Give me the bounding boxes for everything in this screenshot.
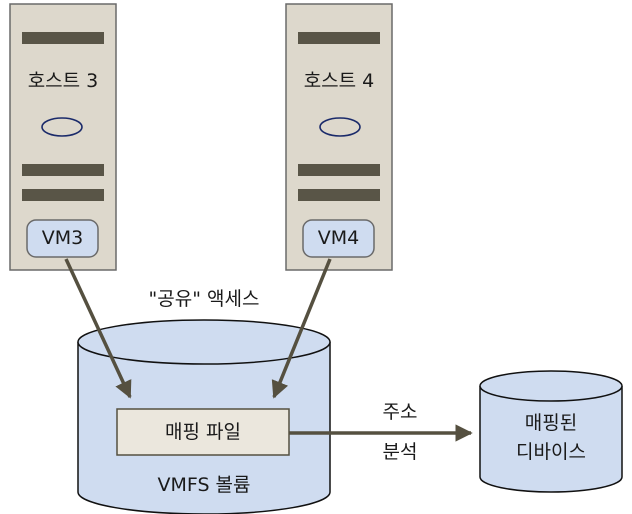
host-4-top-bar: [298, 32, 380, 44]
vmfs-volume-cylinder: [77, 319, 331, 514]
vm4-to-mapping-arrow: [271, 258, 332, 399]
host-4-server: [285, 3, 393, 271]
vm3-to-mapping-arrow: [64, 258, 132, 399]
host-3-server: [9, 3, 117, 271]
host-4-bar-2: [298, 164, 380, 176]
vm3-label: VM3: [41, 227, 84, 249]
mapped-device-label-line1: 매핑된: [524, 412, 578, 434]
address-resolve-label-line1: 주소: [382, 401, 418, 423]
host-3-bar-2: [22, 164, 104, 176]
mapped-device-body: [479, 386, 623, 493]
host-3-label: 호스트 3: [27, 70, 99, 92]
vmfs-volume-top: [77, 319, 331, 365]
shared-access-label: "공유" 액세스: [148, 288, 260, 310]
host-4-label: 호스트 4: [303, 70, 375, 92]
mapping-file-label: 매핑 파일: [165, 421, 241, 443]
mapped-device-cylinder: [479, 370, 623, 493]
vmfs-volume-label: VMFS 볼륨: [157, 474, 251, 496]
mapped-device-top: [479, 370, 623, 402]
vm3-box: [26, 219, 99, 258]
address-resolve-label-line2: 분석: [382, 441, 418, 463]
vm4-label: VM4: [317, 227, 360, 249]
host-3-bar-3: [22, 189, 104, 201]
mapped-device-label-line2: 디바이스: [516, 441, 586, 463]
host-3-disk-icon: [41, 117, 83, 137]
host-4-disk-icon: [319, 117, 361, 137]
vm4-box: [302, 219, 375, 258]
host-4-bar-3: [298, 189, 380, 201]
host-3-top-bar: [22, 32, 104, 44]
